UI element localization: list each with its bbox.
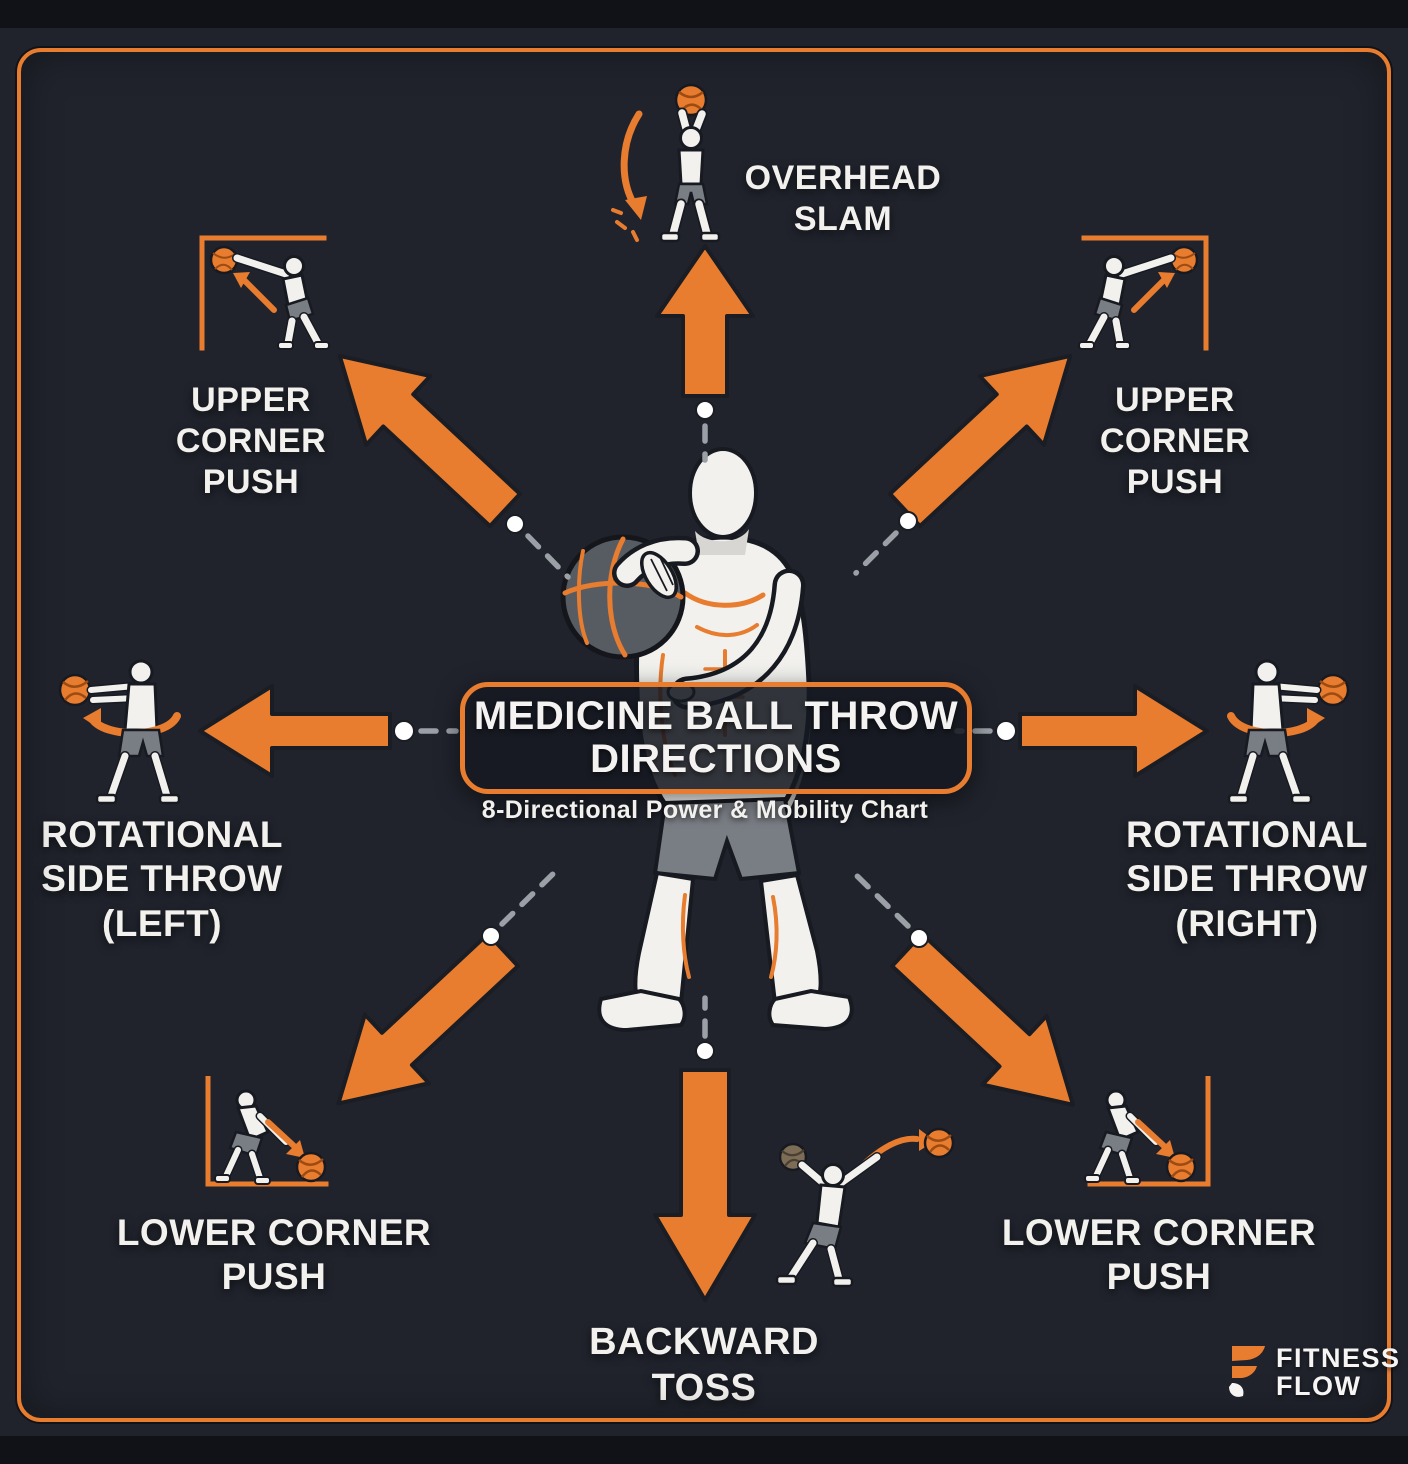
- arrow-southeast-icon: [889, 931, 1076, 1107]
- brand-name-line1: FITNESS: [1276, 1343, 1401, 1374]
- node-dot-south: [695, 1041, 715, 1061]
- node-dot-west: [393, 720, 415, 742]
- label-line: PUSH: [221, 1256, 327, 1298]
- label-line: SIDE THROW: [1126, 858, 1368, 900]
- label-lower-corner-push-right: LOWER CORNER PUSH: [979, 1211, 1339, 1300]
- poster-subtitle: 8-Directional Power & Mobility Chart: [481, 796, 929, 824]
- label-line: PUSH: [1126, 462, 1224, 501]
- label-line: ROTATIONAL: [40, 814, 284, 855]
- label-line: SIDE THROW: [41, 858, 283, 900]
- lower-corner-push-left-figure: [214, 1089, 327, 1185]
- upper-corner-push-right-figure: [1078, 235, 1209, 351]
- label-backward-toss: BACKWARD TOSS: [554, 1320, 854, 1411]
- poster-stage: OVERHEAD SLAM UPPER CORNER PUSH UPPER CO…: [0, 28, 1408, 1436]
- label-lower-corner-push-left: LOWER CORNER PUSH: [94, 1211, 454, 1300]
- label-line: OVERHEAD: [744, 159, 942, 197]
- label-line: LOWER CORNER: [116, 1212, 432, 1253]
- dashed-connector-southeast: [848, 867, 911, 929]
- poster-border-frame: [17, 48, 1391, 1422]
- label-line: CORNER: [1099, 421, 1251, 460]
- title-box: MEDICINE BALL THROW DIRECTIONS: [460, 682, 972, 794]
- label-line: UPPER: [191, 381, 311, 419]
- fitness-flow-logo-icon: [1229, 1346, 1265, 1397]
- upper-corner-push-left-figure: [199, 235, 330, 351]
- label-line: TOSS: [651, 1366, 757, 1409]
- label-line: PUSH: [202, 462, 300, 501]
- node-dot-northeast: [898, 511, 918, 531]
- brand-name-line2: FLOW: [1276, 1371, 1362, 1401]
- poster-title-line2: DIRECTIONS: [590, 737, 842, 781]
- dashed-connector-southwest: [499, 866, 561, 927]
- rotational-throw-left-figure: [58, 659, 181, 805]
- arrow-northwest-icon: [337, 353, 523, 529]
- node-dot-southeast: [909, 928, 929, 948]
- arrow-east-icon: [1018, 684, 1209, 778]
- node-dot-northwest: [505, 514, 525, 534]
- arrow-south-icon: [653, 1068, 757, 1302]
- poster-title-line1: MEDICINE BALL THROW: [473, 694, 959, 739]
- label-line: ROTATIONAL: [1125, 814, 1369, 855]
- arrow-north-icon: [655, 244, 755, 398]
- arrow-west-icon: [198, 684, 392, 778]
- dashed-connector-northeast: [853, 530, 899, 576]
- arrow-southwest-icon: [336, 931, 521, 1106]
- backward-toss-figure: [775, 1127, 955, 1288]
- direction-arrows-layer: [198, 244, 1209, 1302]
- brand-logo: FITNESS FLOW: [1222, 1344, 1401, 1402]
- label-line: (RIGHT): [1175, 902, 1319, 944]
- label-line: SLAM: [793, 199, 893, 238]
- arrow-northeast-icon: [887, 353, 1073, 529]
- lower-corner-bracket-left: [205, 1076, 329, 1187]
- label-upper-corner-push-right: UPPER CORNER PUSH: [1035, 380, 1315, 502]
- node-dot-east: [995, 720, 1017, 742]
- label-overhead-slam: OVERHEAD SLAM: [723, 158, 963, 240]
- lower-corner-push-right-figure: [1084, 1089, 1197, 1185]
- label-line: UPPER: [1115, 381, 1235, 419]
- label-line: BACKWARD: [589, 1321, 819, 1363]
- label-line: PUSH: [1106, 1256, 1212, 1298]
- dashed-connector-northwest: [525, 533, 571, 580]
- node-dot-southwest: [481, 926, 501, 946]
- label-line: LOWER CORNER: [1001, 1212, 1317, 1253]
- overhead-slam-figure: [611, 83, 721, 243]
- node-dot-north: [695, 400, 715, 420]
- label-line: CORNER: [175, 421, 327, 460]
- label-line: (LEFT): [101, 902, 223, 944]
- label-rotational-side-throw-left: ROTATIONAL SIDE THROW (LEFT): [12, 813, 312, 946]
- rotational-throw-right-figure: [1227, 659, 1350, 805]
- label-rotational-side-throw-right: ROTATIONAL SIDE THROW (RIGHT): [1097, 813, 1397, 946]
- label-upper-corner-push-left: UPPER CORNER PUSH: [111, 380, 391, 502]
